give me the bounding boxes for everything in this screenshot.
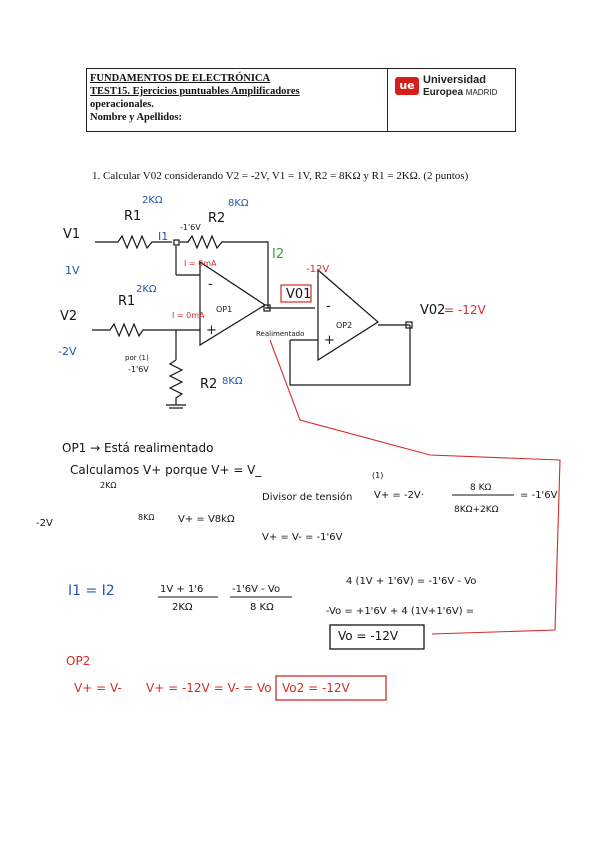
- div-den: 8KΩ+2KΩ: [454, 505, 499, 515]
- university-logo: ue Universidad Europea MADRID: [387, 69, 515, 131]
- r1b-label: R1: [118, 294, 135, 309]
- op2-line2: V+ = -12V = V- = Vo: [146, 681, 272, 695]
- question-text: 1. Calcular V02 considerando V2 = -2V, V…: [92, 170, 469, 182]
- op2-heading: OP2: [66, 654, 90, 668]
- div-res: = -1'6V: [520, 490, 558, 501]
- div-m2: -2V: [36, 518, 53, 529]
- vo1-label: V01: [286, 287, 311, 302]
- course-title: FUNDAMENTOS DE ELECTRÓNICA: [90, 73, 271, 84]
- logo-mark: ue: [395, 77, 419, 95]
- r2b-value: 8KΩ: [222, 376, 243, 387]
- logo-madrid: MADRID: [465, 88, 498, 97]
- vo2-label: V02: [420, 303, 445, 318]
- header-table: FUNDAMENTOS DE ELECTRÓNICA TEST15. Ejerc…: [86, 68, 516, 132]
- frac2-num: -1'6V - Vo: [232, 584, 280, 595]
- v1-value: 1V: [65, 264, 80, 277]
- div-label: Divisor de tensión: [262, 491, 352, 503]
- r2-value: 8KΩ: [228, 198, 249, 209]
- realim-label: Realimentado: [256, 330, 304, 338]
- div-small: 2KΩ: [100, 481, 116, 490]
- i-eq: I1 = I2: [68, 583, 115, 599]
- div-tag: (1): [372, 471, 383, 480]
- div-num: 8 KΩ: [470, 483, 491, 493]
- node-v: -1'6V: [180, 223, 201, 232]
- r1-label: R1: [124, 209, 141, 224]
- i1-label: I1: [158, 230, 168, 243]
- div-v: V+ = V8kΩ: [178, 514, 235, 525]
- work-line1: OP1 → Está realimentado: [62, 441, 213, 455]
- i2-label: I2: [272, 247, 284, 262]
- frac1-num: 1V + 1'6: [160, 584, 203, 595]
- op2-label: OP2: [336, 321, 352, 330]
- op1-minus: -: [208, 277, 213, 292]
- div-small2: 8KΩ: [138, 513, 154, 522]
- header-left-cell: FUNDAMENTOS DE ELECTRÓNICA TEST15. Ejerc…: [87, 69, 388, 131]
- test-title-cont: operacionales.: [90, 99, 154, 110]
- step1: 4 (1V + 1'6V) = -1'6V - Vo: [346, 576, 476, 587]
- step2: -Vo = +1'6V + 4 (1V+1'6V) =: [326, 606, 474, 617]
- logo-europea: Europea: [423, 87, 464, 98]
- r2-label: R2: [208, 211, 225, 226]
- v2-label: V2: [60, 309, 77, 324]
- op2-line3: Vo2 = -12V: [282, 681, 351, 695]
- v1-label: V1: [63, 227, 80, 242]
- step3: Vo = -12V: [338, 629, 399, 643]
- logo-line2: Europea MADRID: [423, 87, 497, 98]
- op2-minus: -: [326, 299, 331, 314]
- r1b-value: 2KΩ: [136, 284, 157, 295]
- frac1-den: 2KΩ: [172, 602, 193, 613]
- op1-label: OP1: [216, 305, 232, 314]
- work-line2: Calculamos V+ porque V+ = V_: [70, 463, 262, 477]
- por-label: por (1): [125, 354, 149, 362]
- name-label: Nombre y Apellidos:: [90, 112, 182, 123]
- op2-line1: V+ = V-: [74, 681, 122, 695]
- test-title: TEST15. Ejercicios puntuables Amplificad…: [90, 86, 300, 97]
- r2b-label: R2: [200, 377, 217, 392]
- v2-value: -2V: [58, 345, 77, 358]
- op2-plus: +: [324, 333, 335, 348]
- r1-value: 2KΩ: [142, 195, 163, 206]
- div-eq: V+ = -2V·: [374, 490, 424, 501]
- frac2-den: 8 KΩ: [250, 602, 274, 613]
- veq: V+ = V- = -1'6V: [262, 532, 343, 543]
- op1-plus: +: [206, 323, 217, 338]
- vo2-value: = -12V: [444, 303, 486, 317]
- node-v2: -1'6V: [128, 365, 149, 374]
- vo1-value: -12V: [306, 264, 329, 275]
- izero2-label: I = 0mA: [172, 311, 205, 320]
- logo-line1: Universidad: [423, 74, 486, 86]
- izero-label: I = 0mA: [184, 259, 217, 268]
